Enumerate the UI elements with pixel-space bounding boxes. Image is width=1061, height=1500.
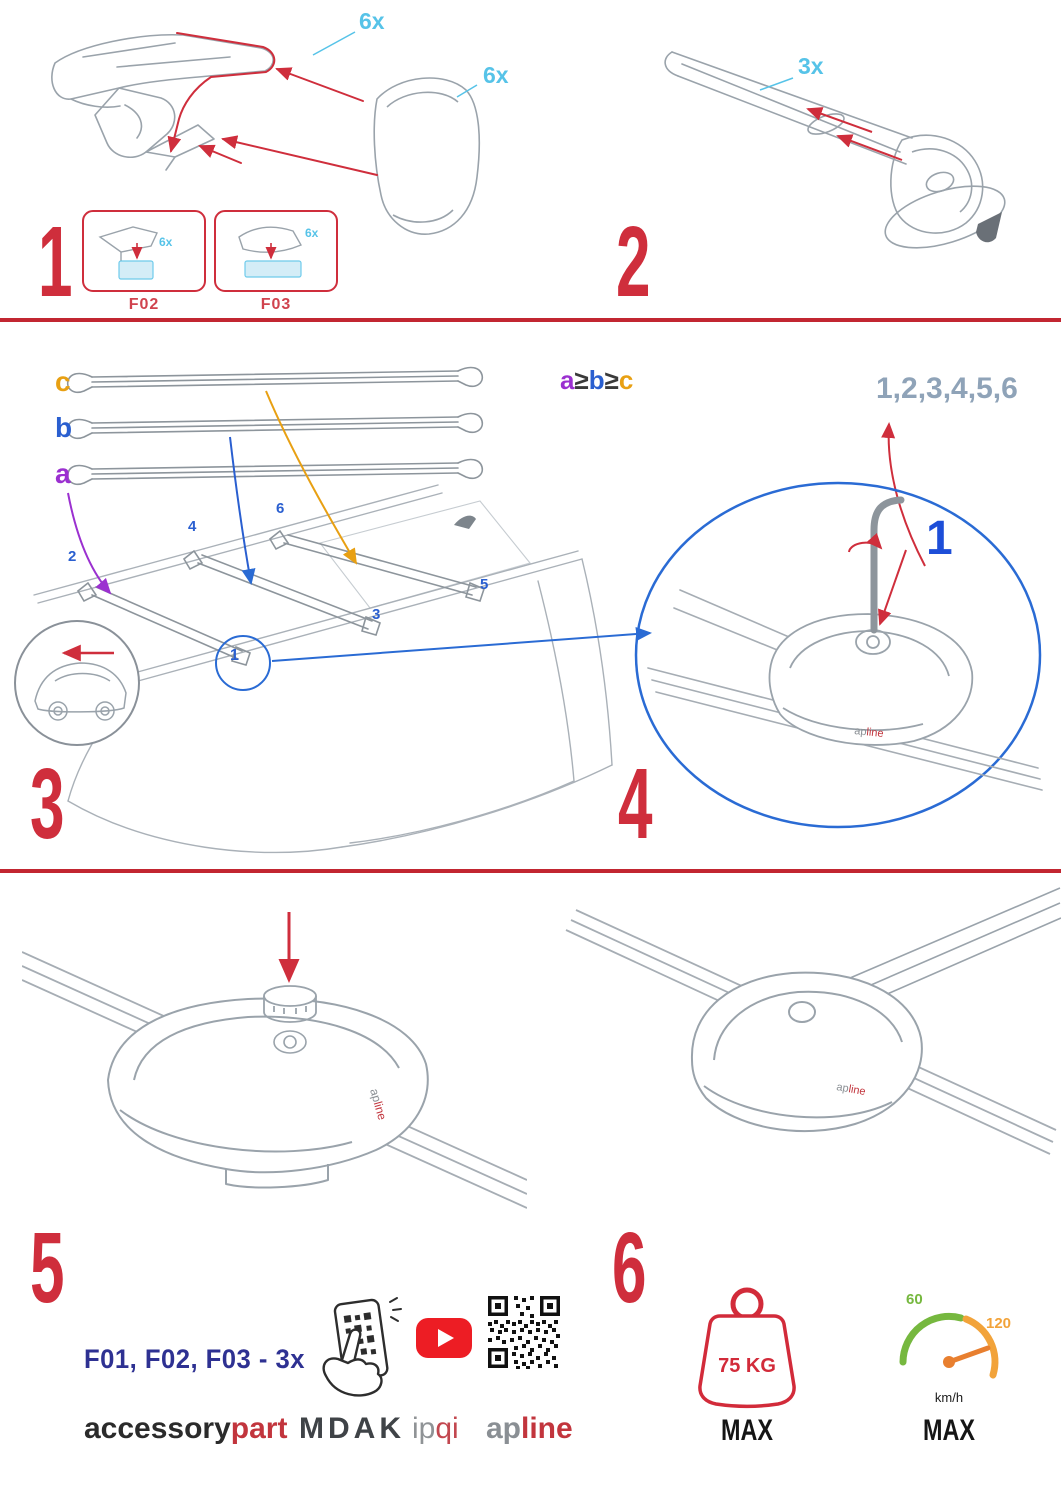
position-numbers: 2 4 6 3 5 [68, 500, 488, 623]
allen-key-drawing [870, 496, 905, 634]
step2-illustration: 3x [664, 51, 1006, 249]
clamp-drawing [690, 971, 923, 1133]
bar-c-label: c [55, 366, 71, 397]
brand-part: part [230, 1412, 288, 1445]
assembly-arrows [167, 32, 378, 176]
position-6: 6 [276, 500, 284, 517]
step4-illustration: 1,2,3,4,5,6 1 apline [634, 372, 1043, 829]
max-weight-value: 75 KG [718, 1355, 776, 1377]
qty-label: 3x [759, 53, 824, 91]
order-c: c [619, 365, 633, 395]
step6-number: 6 [612, 1212, 646, 1324]
scan-phone-icon [322, 1297, 402, 1397]
step1-number: 1 [38, 206, 72, 318]
bar-leader-curves [67, 390, 358, 595]
order-ge1: ≥ [574, 365, 588, 395]
tighten-sequence: 1,2,3,4,5,6 [876, 372, 1018, 405]
step3-illustration: c b a a≥b≥c 2 4 6 3 5 1 [14, 365, 652, 854]
step6-illustration: apline [565, 887, 1061, 1155]
step3-number: 3 [30, 748, 64, 860]
speed-orange-value: 120 [986, 1315, 1011, 1332]
crossbar-drawing [664, 51, 913, 165]
brand-apline: apline [486, 1412, 573, 1446]
clamp-drawing [768, 613, 974, 746]
qty-bar: 3x [798, 53, 824, 79]
mounted-crossbars-drawing [76, 529, 485, 666]
bar-a-drawing [66, 458, 484, 486]
position-3: 3 [372, 606, 380, 623]
zoom-source-circle [215, 635, 271, 691]
bar-b-label: b [55, 412, 72, 443]
brand-line: line [521, 1412, 573, 1445]
qty-cover-right: 6x [483, 62, 509, 88]
order-ge2: ≥ [605, 365, 619, 395]
zoom-circle [634, 481, 1042, 829]
max-speed-icon: 60 120 km/h [899, 1291, 1011, 1405]
speed-green-value: 60 [906, 1291, 923, 1308]
first-position-number: 1 [926, 512, 953, 565]
brand-ipqi: ipqi [412, 1412, 459, 1446]
position-2: 2 [68, 548, 76, 565]
order-a: a [560, 365, 575, 395]
qty-f02: 6x [159, 235, 173, 249]
clamp-logo: apline [854, 725, 884, 740]
qr-code [486, 1294, 562, 1370]
section-divider-top [0, 318, 1061, 322]
step4-number: 4 [618, 748, 652, 860]
step5-illustration: apline [22, 912, 527, 1209]
brand-ap: ap [486, 1412, 522, 1445]
size-order-note: a≥b≥c [560, 365, 633, 395]
clamp-drawing [107, 997, 429, 1189]
support-foot-drawing [884, 134, 1006, 249]
code-f02: F02 [129, 296, 160, 313]
max-weight-label: MAX [720, 1414, 773, 1447]
zoom-pointer-line [271, 627, 652, 662]
qty-labels: 6x 6x [312, 8, 509, 98]
cover-drawing [373, 77, 481, 235]
order-b: b [589, 365, 605, 395]
brand-accessorypart: accessorypart [84, 1412, 287, 1446]
car-roof-drawing [33, 484, 613, 854]
car-direction-inset [14, 620, 140, 746]
youtube-icon [416, 1318, 472, 1358]
bar-a-label: a [55, 458, 71, 489]
step5-number: 5 [30, 1212, 64, 1324]
brand-mdak: MDAK [299, 1412, 405, 1445]
speed-needle [946, 1345, 991, 1365]
max-weight-icon: 75 KG [698, 1287, 796, 1408]
clamp-logo: apline [835, 1081, 866, 1098]
brand-qi: qi [435, 1412, 459, 1445]
bar-b-drawing [66, 412, 484, 440]
qty-cover-top: 6x [359, 8, 385, 34]
clamp-logo: apline [367, 1087, 389, 1122]
bolt-hex [283, 1035, 297, 1049]
tighten-arrows [848, 532, 907, 626]
slide-arrows [806, 107, 903, 161]
qty-f03: 6x [305, 226, 319, 240]
brand-accessory: accessory [84, 1412, 231, 1445]
section-divider-bottom [0, 869, 1061, 873]
speed-unit: km/h [935, 1390, 963, 1405]
part-box-f03: 6x F03 [214, 210, 338, 313]
step2-number: 2 [616, 206, 650, 318]
position-4: 4 [188, 518, 197, 535]
step1-illustration: 6x 6x 6x F02 6x F03 [51, 8, 509, 313]
bar-c-drawing [66, 366, 484, 394]
knob-drawing [263, 985, 317, 1023]
brand-ip: ip [412, 1412, 436, 1445]
bolt-recess [273, 1030, 307, 1054]
max-speed-label: MAX [922, 1414, 975, 1447]
end-support-drawing [51, 33, 274, 171]
position-5: 5 [480, 576, 488, 593]
parts-quantity-note: F01, F02, F03 - 3x [84, 1344, 305, 1374]
position-1: 1 [230, 647, 239, 664]
code-f03: F03 [261, 296, 292, 313]
sequence-arrow [881, 422, 926, 567]
part-box-f02: 6x F02 [82, 210, 206, 313]
